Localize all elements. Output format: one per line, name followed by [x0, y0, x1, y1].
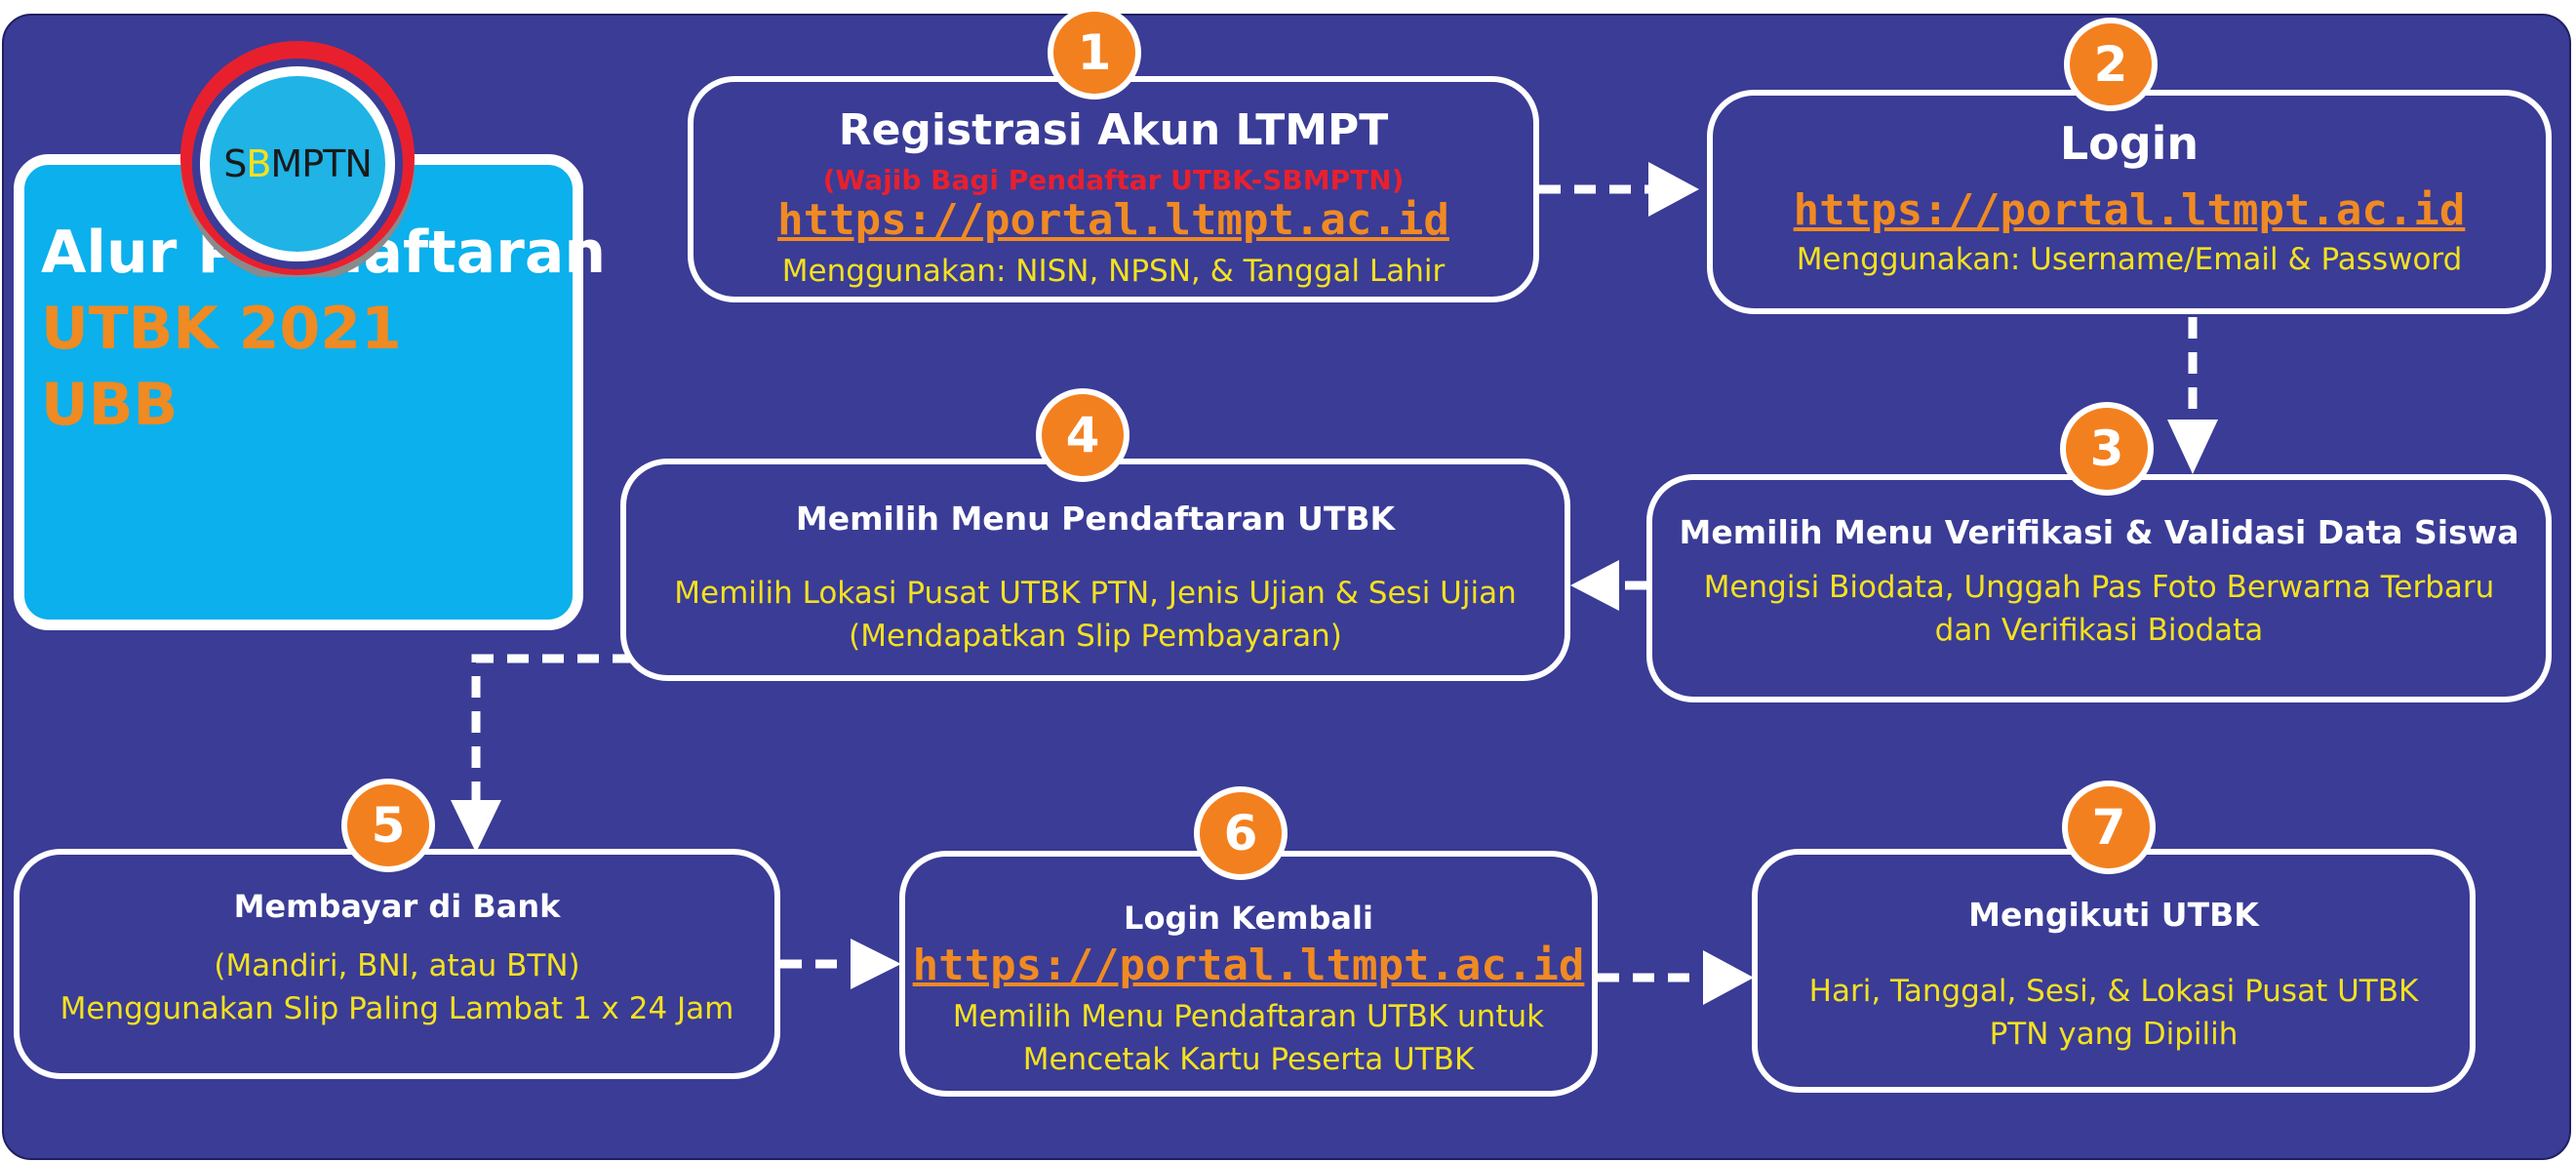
- arrow-2-to-3: [2167, 317, 2218, 474]
- step-1-badge: 1: [1048, 6, 1141, 100]
- step-4-desc-1: Memilih Lokasi Pusat UTBK PTN, Jenis Uji…: [674, 576, 1517, 611]
- arrow-1-to-2: [1539, 162, 1699, 217]
- title-line-3: UBB: [41, 371, 178, 439]
- step-5-badge: 5: [341, 779, 435, 872]
- logo-letter-s: S: [223, 142, 247, 185]
- step-5-desc-1: (Mandiri, BNI, atau BTN): [214, 948, 580, 983]
- step-2-link[interactable]: https://portal.ltmpt.ac.id: [1793, 185, 2466, 235]
- logo-emblem-icon: [180, 41, 415, 283]
- step-6-desc-2: Mencetak Kartu Peserta UTBK: [1022, 1042, 1475, 1077]
- step-2-badge: 2: [2064, 18, 2158, 111]
- step-3-box: Memilih Menu Verifikasi & Validasi Data …: [1646, 474, 2552, 702]
- step-7-badge: 7: [2062, 781, 2156, 874]
- step-6-box: Login Kembali https://portal.ltmpt.ac.id…: [899, 851, 1598, 1097]
- arrow-6-to-7: [1598, 950, 1754, 1005]
- step-6-link[interactable]: https://portal.ltmpt.ac.id: [912, 941, 1585, 990]
- step-4-box: Memilih Menu Pendaftaran UTBK Memilih Lo…: [620, 459, 1570, 681]
- step-1-desc-1: Menggunakan: NISN, NPSN, & Tanggal Lahir: [781, 254, 1446, 289]
- step-2-box: Login https://portal.ltmpt.ac.id Menggun…: [1707, 90, 2552, 314]
- step-3-title: Memilih Menu Verifikasi & Validasi Data …: [1679, 513, 2519, 551]
- step-3-desc-1: Mengisi Biodata, Unggah Pas Foto Berwarn…: [1703, 570, 2495, 605]
- step-1-note: (Wajib Bagi Pendaftar UTBK-SBMPTN): [822, 164, 1405, 196]
- step-6-desc-1: Memilih Menu Pendaftaran UTBK untuk: [952, 999, 1545, 1034]
- arrow-4-to-5: [451, 654, 634, 853]
- step-6-title: Login Kembali: [1124, 900, 1373, 937]
- step-1-box: Registrasi Akun LTMPT (Wajib Bagi Pendaf…: [688, 76, 1539, 302]
- step-4-desc-2: (Mendapatkan Slip Pembayaran): [849, 619, 1342, 654]
- arrow-3-to-4: [1570, 560, 1646, 611]
- step-7-box: Mengikuti UTBK Hari, Tanggal, Sesi, & Lo…: [1752, 849, 2476, 1093]
- step-3-desc-2: dan Verifikasi Biodata: [1934, 613, 2264, 648]
- step-7-title: Mengikuti UTBK: [1968, 896, 2259, 934]
- step-5-box: Membayar di Bank (Mandiri, BNI, atau BTN…: [14, 849, 780, 1079]
- step-4-title: Memilih Menu Pendaftaran UTBK: [795, 500, 1396, 538]
- step-2-desc-1: Menggunakan: Username/Email & Password: [1796, 242, 2463, 277]
- logo-letters-rest: MPTN: [270, 142, 372, 185]
- step-6-badge: 6: [1194, 786, 1288, 880]
- step-5-title: Membayar di Bank: [233, 888, 561, 925]
- step-3-badge: 3: [2060, 402, 2154, 496]
- step-1-title: Registrasi Akun LTMPT: [838, 105, 1389, 155]
- step-7-desc-1: Hari, Tanggal, Sesi, & Lokasi Pusat UTBK: [1808, 974, 2419, 1009]
- step-7-desc-2: PTN yang Dipilih: [1989, 1017, 2239, 1052]
- step-2-title: Login: [2059, 117, 2200, 170]
- step-4-badge: 4: [1036, 388, 1129, 482]
- step-5-desc-2: Menggunakan Slip Paling Lambat 1 x 24 Ja…: [59, 991, 734, 1026]
- title-line-2: UTBK 2021: [41, 295, 402, 363]
- logo-letter-b: B: [246, 142, 271, 185]
- arrow-5-to-6: [780, 939, 901, 989]
- step-1-link[interactable]: https://portal.ltmpt.ac.id: [777, 195, 1449, 245]
